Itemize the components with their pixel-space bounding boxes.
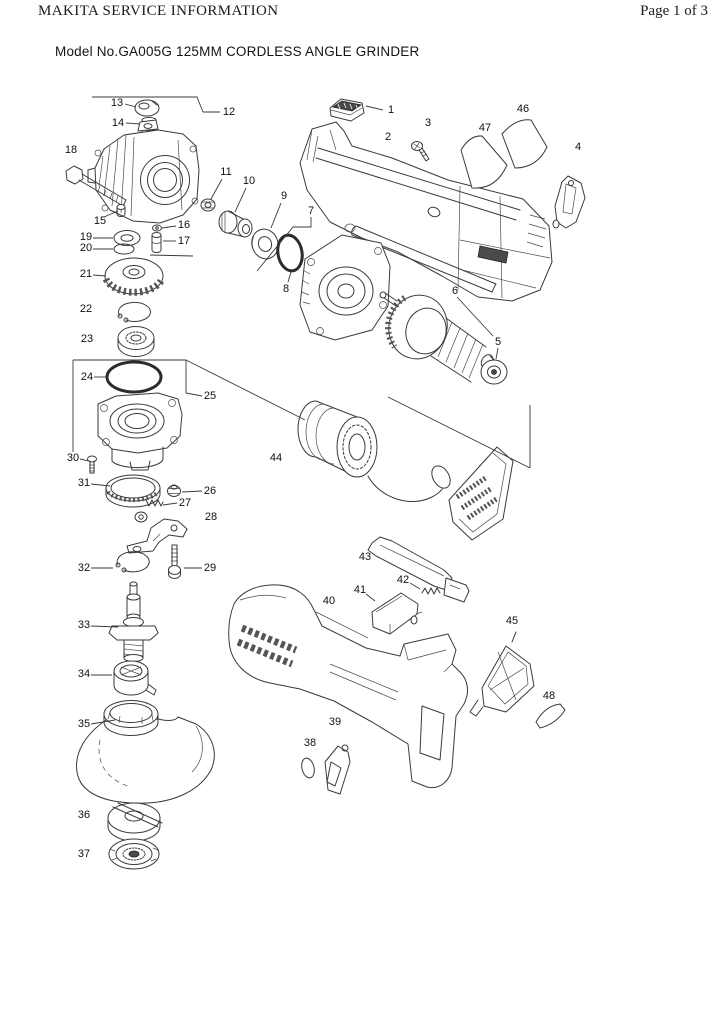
part-16-pin	[152, 224, 162, 232]
callout-25: 25	[204, 390, 216, 402]
part-27-spring	[145, 499, 164, 507]
part-18-bolt	[65, 165, 127, 207]
callout-12: 12	[223, 106, 235, 118]
callout-10: 10	[243, 175, 255, 187]
callout-3: 3	[425, 117, 431, 129]
part-34-retainer-cup	[113, 660, 157, 696]
callout-19: 19	[80, 231, 92, 243]
callout-29: 29	[204, 562, 216, 574]
part-46-label-sheet	[501, 119, 548, 169]
callout-38: 38	[304, 737, 316, 749]
callout-27: 27	[179, 497, 191, 509]
part-2-motor-housing	[299, 121, 553, 302]
callout-16: 16	[178, 219, 190, 231]
callout-6: 6	[452, 285, 458, 297]
callout-14: 14	[112, 117, 124, 129]
part-33-spindle	[108, 581, 159, 662]
part-13-cap	[134, 99, 160, 117]
callout-33: 33	[78, 619, 90, 631]
part-9-bearing	[251, 228, 279, 260]
callout-9: 9	[281, 190, 287, 202]
part-7-inner-cover	[299, 234, 391, 341]
callout-30: 30	[67, 452, 79, 464]
callout-18: 18	[65, 144, 77, 156]
part-37-lock-nut	[108, 838, 160, 870]
callout-28: 28	[205, 511, 217, 523]
part-11-nut	[200, 198, 216, 212]
part-26-nut	[167, 484, 181, 497]
page-header-title: MAKITA SERVICE INFORMATION	[38, 3, 279, 19]
callout-2: 2	[385, 131, 391, 143]
callout-48: 48	[543, 690, 555, 702]
part-47-label-sheet	[460, 135, 508, 189]
callout-43: 43	[359, 551, 371, 563]
part-10-pinion	[218, 210, 253, 238]
callout-1: 1	[388, 104, 394, 116]
callout-46: 46	[517, 103, 529, 115]
part-45-terminal-assembly	[469, 631, 535, 717]
part-17-sleeve	[151, 232, 162, 253]
callout-11: 11	[220, 166, 231, 178]
part-29-bolt	[168, 544, 181, 579]
callout-44: 44	[270, 452, 282, 464]
callout-41: 41	[354, 584, 366, 596]
part-23-bearing	[117, 326, 155, 357]
part-31-toothed-ring	[105, 474, 161, 508]
part-32-snap-ring	[115, 551, 150, 573]
part-41-controller-box	[371, 592, 423, 635]
part-22-snap-ring	[117, 301, 151, 323]
part-38-seal	[301, 757, 315, 779]
callout-45: 45	[506, 615, 518, 627]
page-number: Page 1 of 3	[640, 3, 708, 19]
part-43-slide-bar	[367, 536, 470, 603]
callout-13: 13	[111, 97, 123, 109]
callout-4: 4	[575, 141, 581, 153]
callout-31: 31	[78, 477, 90, 489]
part-19-washer	[113, 230, 141, 246]
part-40-lower-housing	[228, 584, 468, 789]
part-39-lock-lever	[324, 744, 351, 795]
callout-20: 20	[80, 242, 92, 254]
part-21-fan	[102, 257, 166, 296]
part-24-o-ring	[105, 360, 163, 394]
part-4-strap-bracket	[552, 175, 586, 229]
part-28-lever-assembly	[126, 511, 188, 554]
part-36-inner-flange	[107, 802, 163, 842]
callout-37: 37	[78, 848, 90, 860]
callout-5: 5	[495, 336, 501, 348]
callout-24: 24	[81, 371, 93, 383]
callout-36: 36	[78, 809, 90, 821]
callout-40: 40	[323, 595, 335, 607]
part-30-screw	[87, 455, 97, 474]
part-8-o-ring	[276, 233, 304, 273]
part-20-ring	[113, 243, 135, 255]
part-42-spring	[421, 587, 441, 595]
model-title: Model No.GA005G 125MM CORDLESS ANGLE GRI…	[55, 44, 420, 59]
callout-23: 23	[81, 333, 93, 345]
callout-26: 26	[204, 485, 216, 497]
callout-8: 8	[283, 283, 289, 295]
callout-42: 42	[397, 574, 409, 586]
callout-22: 22	[80, 303, 92, 315]
part-5-bearing	[480, 359, 508, 385]
callout-32: 32	[78, 562, 90, 574]
callout-39: 39	[329, 716, 341, 728]
callout-47: 47	[479, 122, 491, 134]
callout-34: 34	[78, 668, 90, 680]
callout-35: 35	[78, 718, 90, 730]
part-1-terminal-block	[329, 98, 365, 122]
part-3-screw	[411, 141, 430, 162]
callout-7: 7	[308, 205, 314, 217]
part-44-field-and-controller	[297, 400, 514, 541]
callout-21: 21	[80, 268, 92, 280]
part-35-wheel-guard	[76, 700, 215, 804]
callout-15: 15	[94, 215, 106, 227]
part-gear-housing	[87, 119, 200, 224]
part-15-pin	[116, 204, 126, 217]
part-48-label-sheet	[535, 703, 566, 729]
part-25-bearing-box	[97, 392, 183, 471]
callout-17: 17	[178, 235, 190, 247]
